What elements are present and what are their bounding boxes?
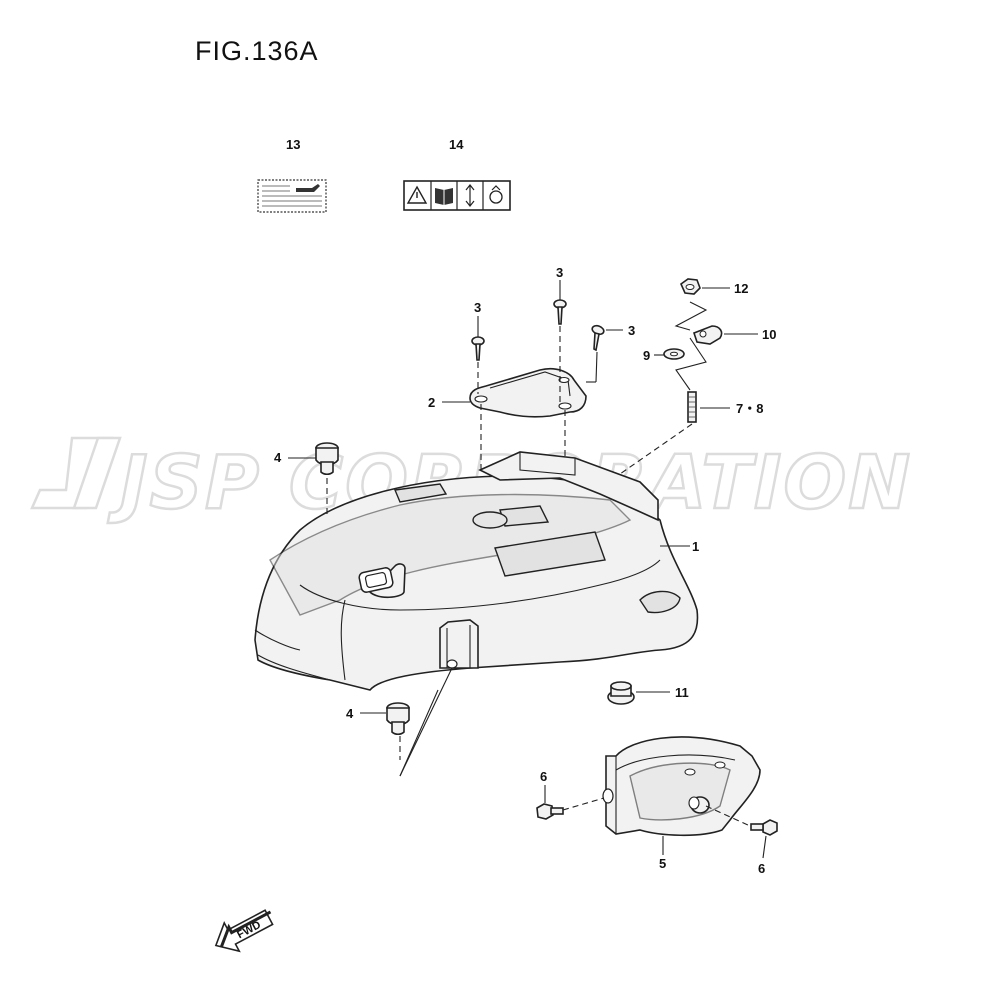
grommet-part-4b [386,702,410,736]
decal-14 [403,180,511,211]
fwd-arrow-icon: FWD [214,909,274,953]
callout-12: 12 [734,281,748,296]
nut-part-12 [680,278,701,295]
callout-3-top: 3 [556,265,563,280]
leader-lines [288,280,767,859]
callout-4-bottom: 4 [346,706,354,721]
bracket-part-2 [469,367,587,418]
callout-7-8: 7・8 [736,401,763,416]
grommet-part-4a [315,442,339,476]
callout-3-left: 3 [474,300,481,315]
screw-part-3b [553,299,567,325]
callout-6-right: 6 [758,861,765,876]
washer-part-9 [663,348,685,360]
bolt-part-6b [750,819,778,836]
callout-5: 5 [659,856,666,871]
fwd-label: FWD [235,919,263,941]
engine-cover-part-1 [254,451,699,691]
cover-part-5 [602,736,761,837]
callout-13: 13 [286,137,300,152]
decal-13 [257,179,327,213]
hand-icon [489,185,503,204]
screw-part-3c [591,324,605,352]
nut-part-11 [607,681,635,705]
callout-4-top: 4 [274,450,282,465]
updown-arrow-icon [465,184,475,207]
bolt-part-6a [536,803,564,820]
callout-10: 10 [762,327,776,342]
callout-6-left: 6 [540,769,547,784]
manual-book-icon [435,188,453,205]
screw-part-3a [471,336,485,361]
callout-1: 1 [692,539,699,554]
plate-part-10 [693,325,723,345]
warning-triangle-icon [406,185,428,204]
figure-title: FIG.136A [195,36,319,66]
oil-can-icon [296,184,320,192]
callout-3-right: 3 [628,323,635,338]
callout-14: 14 [449,137,464,152]
callout-9: 9 [643,348,650,363]
callout-11: 11 [675,685,689,700]
callout-2: 2 [428,395,435,410]
stud-part-7-8 [687,391,697,423]
